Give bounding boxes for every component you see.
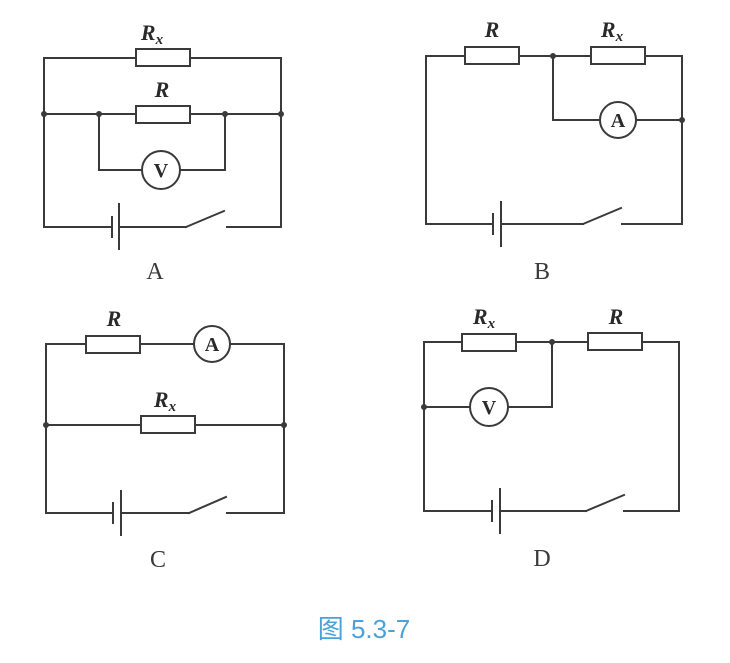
resistor-a-r (135, 105, 191, 124)
battery-a (111, 203, 120, 250)
option-a-label: A (146, 259, 164, 285)
figure-caption: 图 5.3-7 (318, 614, 411, 644)
label-d-rx: Rx (472, 304, 496, 332)
junction-d-1 (549, 339, 555, 345)
wire-c-right (226, 343, 285, 514)
wire-a-top-right (189, 57, 282, 228)
wire-c-left (45, 343, 114, 514)
switch-c (187, 495, 228, 515)
wire-d-right (623, 341, 680, 512)
voltmeter-d (469, 387, 509, 427)
junction-a-2 (96, 111, 102, 117)
label-c-r: R (106, 306, 122, 331)
resistor-d-rx (461, 333, 517, 352)
wire-b-right (621, 55, 683, 225)
voltmeter-a-symbol: V (154, 160, 169, 182)
label-c-rx: Rx (153, 387, 177, 415)
junction-c-2 (281, 422, 287, 428)
battery-b (492, 201, 502, 247)
junction-a-1 (41, 111, 47, 117)
wire-b-left (425, 55, 494, 225)
circuit-d: V Rx R D (421, 304, 680, 572)
ammeter-b (599, 101, 637, 139)
wire-d-left (423, 341, 493, 512)
label-d-r: R (608, 304, 624, 329)
label-b-r: R (484, 17, 500, 42)
label-b-rx: Rx (600, 17, 624, 45)
resistor-c-r (85, 335, 141, 354)
voltmeter-a (141, 150, 181, 190)
junction-c-1 (43, 422, 49, 428)
resistor-b-rx (590, 46, 646, 65)
junction-a-3 (222, 111, 228, 117)
switch-d (584, 493, 626, 513)
battery-d (491, 488, 501, 534)
option-d-label: D (533, 546, 550, 572)
switch-b (581, 206, 623, 226)
option-b-label: B (534, 259, 550, 285)
junction-b-2 (679, 117, 685, 123)
battery-c (112, 490, 122, 536)
resistor-a-rx (135, 48, 191, 67)
circuit-c: A R Rx C (43, 306, 287, 573)
wire-b-ammeter-left (552, 55, 601, 121)
wire-a-voltmeter-left (98, 113, 143, 171)
label-a-rx: Rx (140, 20, 164, 48)
resistor-b-r (464, 46, 520, 65)
voltmeter-d-symbol: V (482, 397, 497, 419)
resistor-c-rx (140, 415, 196, 434)
ammeter-b-symbol: A (611, 110, 626, 132)
circuit-a: V Rx R A (41, 20, 284, 285)
circuit-b: A R Rx B (425, 17, 685, 285)
junction-d-2 (421, 404, 427, 410)
resistor-d-r (587, 332, 643, 351)
wire-a-top (43, 57, 137, 228)
junction-a-4 (278, 111, 284, 117)
option-c-label: C (150, 547, 166, 573)
switch-a (184, 209, 226, 229)
label-a-r: R (154, 77, 170, 102)
wire-d-voltmeter-right (507, 341, 553, 408)
wire-a-voltmeter-right (179, 113, 226, 171)
ammeter-c (193, 325, 231, 363)
ammeter-c-symbol: A (205, 334, 220, 356)
junction-b-1 (550, 53, 556, 59)
